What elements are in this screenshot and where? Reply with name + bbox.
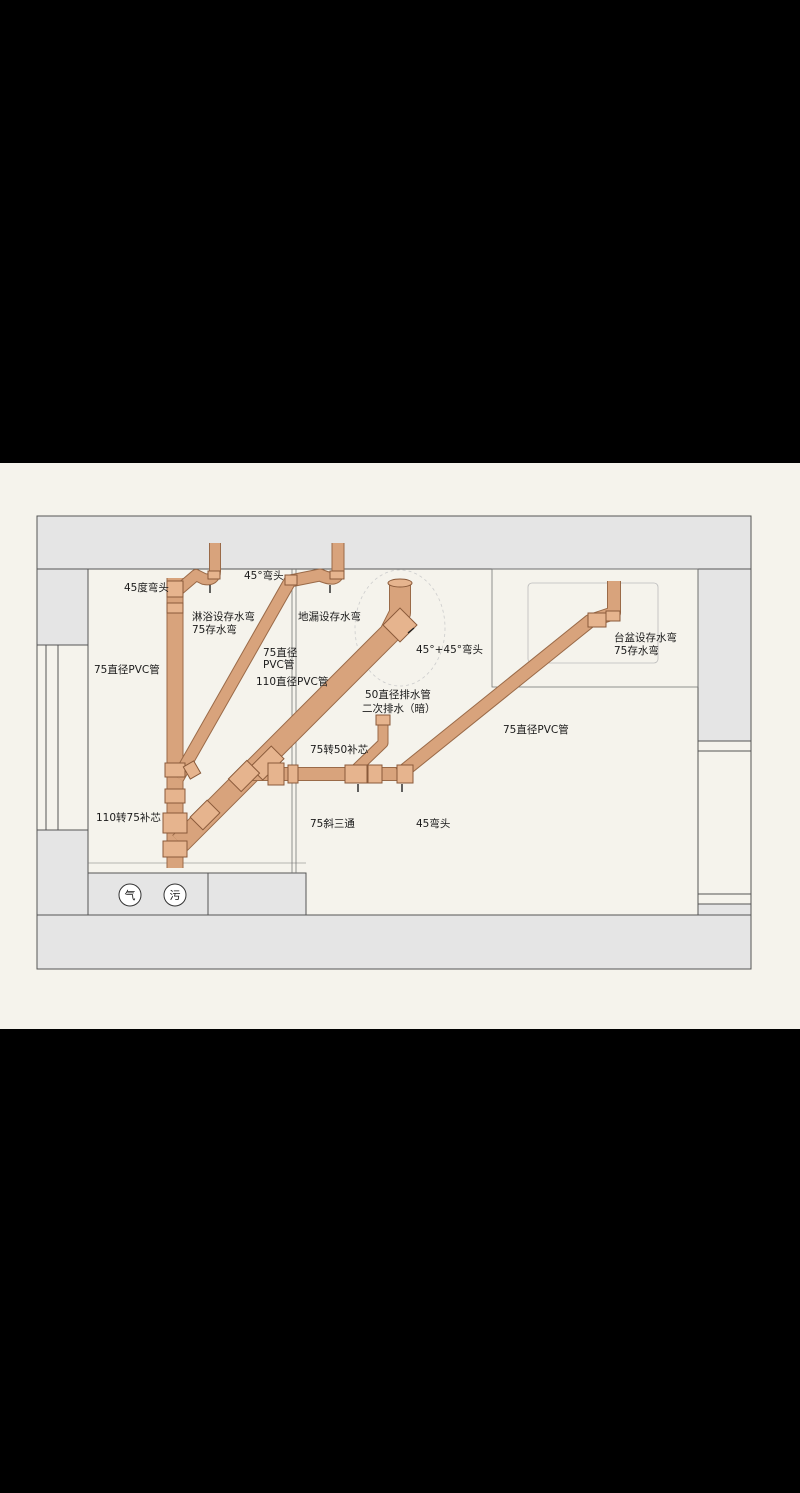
label-basin-trap-size: 75存水弯	[614, 644, 659, 657]
label-pipe-75-diag-2: PVC管	[263, 658, 294, 671]
basin-outline	[527, 582, 659, 664]
vent-riser-label: 气	[125, 888, 136, 902]
label-reducer-110-75: 110转75补芯	[96, 811, 161, 824]
bathroom-drainage-plan: 气 污 45度弯头 45°弯头 淋浴设存水弯 75存水弯 地漏设存水弯 75直径…	[36, 515, 752, 970]
label-secondary-drain: 二次排水（暗）	[362, 702, 436, 715]
label-elbow-45-plus-45: 45°+45°弯头	[416, 643, 483, 656]
walls	[36, 515, 752, 970]
toilet-outline	[354, 569, 446, 687]
label-pipe-75-right: 75直径PVC管	[503, 723, 569, 736]
wall-bottom	[36, 914, 752, 970]
door-opening-right	[697, 740, 752, 905]
label-drain-50: 50直径排水管	[365, 688, 431, 701]
label-pipe-75-diag-1: 75直径	[263, 646, 298, 659]
label-pipe-110: 110直径PVC管	[256, 675, 328, 688]
labels: 45度弯头 45°弯头 淋浴设存水弯 75存水弯 地漏设存水弯 75直径PVC管…	[94, 569, 677, 830]
label-tee-75: 75斜三通	[310, 817, 355, 830]
sewage-riser	[163, 883, 187, 907]
label-pipe-75-vertical: 75直径PVC管	[94, 663, 160, 676]
risers: 气 污	[118, 883, 187, 907]
label-shower-trap: 淋浴设存水弯	[192, 610, 255, 623]
vent-riser	[118, 883, 142, 907]
vanity-counter	[491, 568, 699, 688]
label-reducer-75-50: 75转50补芯	[310, 743, 368, 756]
label-elbow-45-deg: 45度弯头	[124, 581, 169, 594]
label-shower-trap-size: 75存水弯	[192, 623, 237, 636]
label-floor-drain-trap: 地漏设存水弯	[298, 610, 361, 623]
wall-right-lower	[697, 903, 752, 916]
wall-right	[697, 568, 752, 742]
ledge-mid	[207, 872, 307, 916]
label-elbow-45-bottom: 45弯头	[416, 817, 450, 830]
wall-top	[36, 515, 752, 570]
leader-marks	[209, 585, 415, 792]
door-opening-left	[36, 644, 89, 831]
ledge-left	[87, 872, 209, 916]
sewage-riser-label: 污	[170, 889, 181, 902]
label-elbow-45-top: 45°弯头	[244, 569, 284, 582]
drawing-canvas: 气 污 45度弯头 45°弯头 淋浴设存水弯 75存水弯 地漏设存水弯 75直径…	[0, 463, 800, 1029]
label-basin-trap: 台盆设存水弯	[614, 631, 677, 644]
